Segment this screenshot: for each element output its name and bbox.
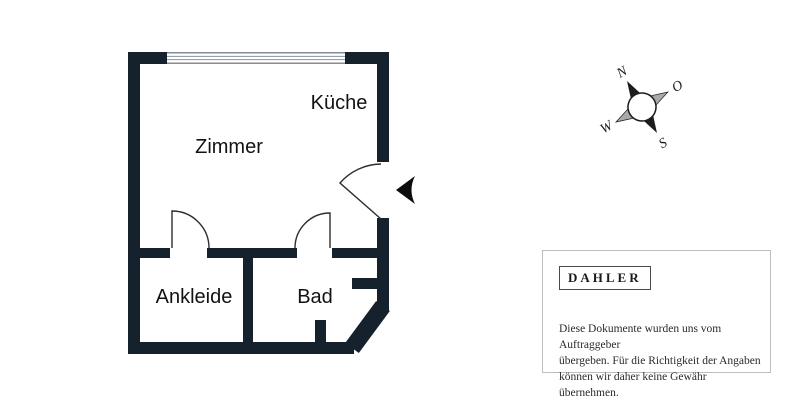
wall-top-left [128, 52, 167, 64]
compass-label-o: O [670, 78, 686, 96]
compass-label-n: N [614, 64, 631, 82]
disclaimer-panel: DAHLER Diese Dokumente wurden uns vom Au… [542, 250, 771, 399]
dahler-logo-text: DAHLER [568, 270, 642, 285]
door-ankleide-icon [171, 210, 210, 249]
wall-left [128, 52, 140, 354]
room-label-zimmer: Zimmer [195, 136, 263, 158]
wall-chamfer [345, 300, 390, 354]
door-entrance-icon [339, 163, 382, 220]
room-label-bad: Bad [297, 286, 333, 308]
room-label-ankleide: Ankleide [156, 286, 233, 308]
outer-walls [128, 52, 390, 354]
wall-divider-a [128, 248, 170, 258]
compass-label-w: W [598, 118, 617, 137]
compass-rose-icon: N O S W [598, 64, 686, 152]
doors [171, 163, 415, 249]
wall-ankleide-bad-divider [243, 248, 253, 354]
interior-walls [128, 248, 389, 354]
window-icon [167, 52, 345, 64]
compass-label-s: S [656, 136, 670, 152]
wall-right-lower [377, 218, 389, 312]
wall-stub-right [352, 278, 377, 289]
wall-bottom [128, 342, 354, 354]
disclaimer-text: Diese Dokumente wurden uns vom Auftragge… [559, 323, 761, 399]
room-label-kueche: Küche [311, 92, 368, 114]
wall-right-upper [377, 52, 389, 162]
floorplan: Küche Zimmer Ankleide Bad [128, 52, 415, 354]
door-bad-icon [294, 212, 331, 249]
compass-circle [627, 92, 657, 122]
entrance-arrow-icon [396, 176, 415, 204]
wall-divider-c [332, 248, 389, 258]
wall-stub-bottom [315, 320, 326, 342]
dahler-logo: DAHLER [559, 266, 651, 290]
